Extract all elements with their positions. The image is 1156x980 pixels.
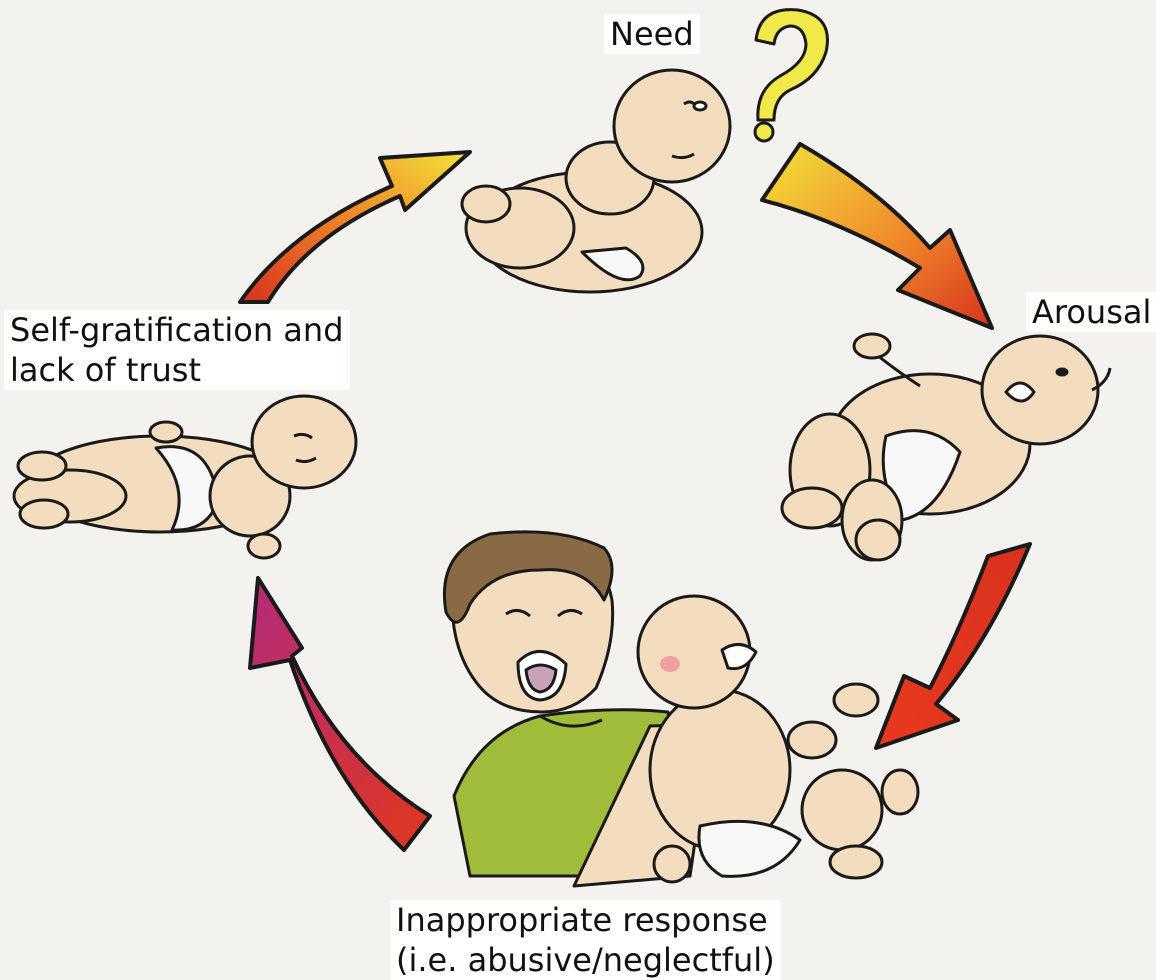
stage-label-need: Need (604, 14, 700, 54)
arrow-self-to-need (240, 152, 470, 302)
stage-arousal-text: Arousal (1032, 293, 1151, 331)
stage-self-gratification-line2: lack of trust (10, 350, 344, 390)
baby-arousal-illustration (782, 334, 1110, 560)
stage-inappropriate-response-line1: Inappropriate response (396, 900, 775, 940)
arrow-arousal-to-response (876, 544, 1030, 748)
arrow-response-to-self (250, 578, 430, 850)
stage-label-self-gratification: Self-gratification and lack of trust (4, 310, 350, 390)
adult-with-baby-illustration (444, 532, 918, 886)
stage-label-inappropriate-response: Inappropriate response (i.e. abusive/neg… (390, 900, 781, 980)
question-mark-icon (755, 10, 827, 141)
stage-need-text: Need (610, 15, 694, 53)
baby-need-illustration (462, 70, 730, 292)
stage-inappropriate-response-line2: (i.e. abusive/neglectful) (396, 940, 775, 980)
stage-label-arousal: Arousal (1026, 292, 1156, 332)
stage-self-gratification-line1: Self-gratification and (10, 310, 344, 350)
baby-self-gratification-illustration (14, 396, 356, 558)
arrow-need-to-arousal (762, 144, 992, 328)
